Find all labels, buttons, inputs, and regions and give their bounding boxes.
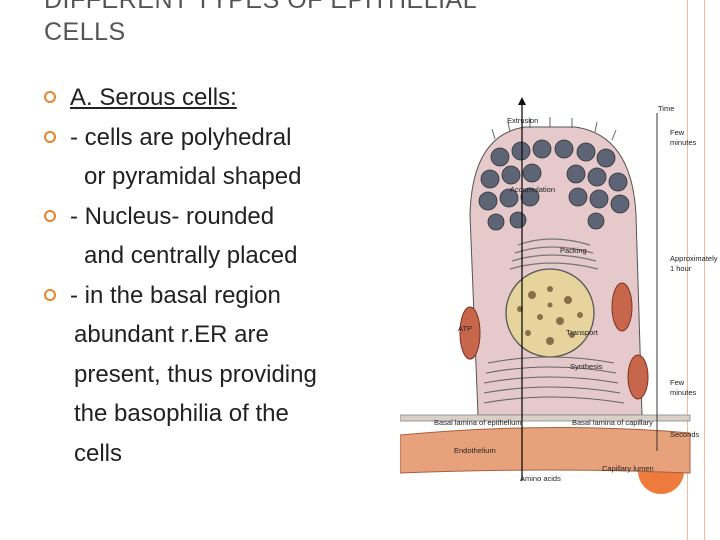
label-transport: Transport — [566, 328, 599, 337]
bullet-ring-icon — [44, 91, 56, 103]
bullet-item-serous: A. Serous cells: — [44, 78, 374, 118]
bullet-list: A. Serous cells: - cells are polyhedral … — [44, 78, 374, 473]
label-synthesis: Synthesis — [570, 362, 603, 371]
chromatin — [517, 286, 583, 345]
secretory-granules — [478, 139, 630, 231]
label-few-minutes-1: minutes — [670, 138, 697, 147]
label-approx-hour: 1 hour — [670, 264, 692, 273]
basal-lamina — [400, 414, 691, 422]
rough-endoplasmic-reticulum — [483, 356, 625, 404]
label-basal-lamina-epithelium: Basal lamina of epithelium — [434, 418, 522, 427]
label-capillary-lumen: Capillary lumen — [602, 464, 654, 473]
bullet-ring-icon — [44, 288, 56, 301]
right-edge-line-2 — [704, 0, 705, 540]
label-few-minutes-2: minutes — [670, 388, 697, 397]
label-seconds: Seconds — [670, 430, 699, 439]
mitochondrion — [627, 354, 649, 400]
bullet-line: the basophilia of the — [74, 400, 289, 427]
bullet-line: - in the basal region — [70, 281, 281, 309]
right-edge-line-1 — [687, 0, 688, 540]
label-atp: ATP — [458, 324, 472, 333]
bullet-item-shape: - cells are polyhedral or pyramidal shap… — [44, 118, 374, 197]
bullet-line: and centrally placed — [84, 242, 298, 269]
bullet-item-basal-region: - in the basal region abundant r.ER are … — [44, 276, 374, 474]
bullet-ring-icon — [44, 209, 56, 222]
label-few-minutes-1: Few — [670, 128, 685, 137]
bullet-line: - Nucleus- rounded — [70, 202, 275, 230]
capillary — [400, 426, 691, 474]
title-line-1: DIFFERENT TYPES OF EPITHELIAL — [44, 0, 478, 14]
serous-cell-illustration: Extrusion Accumulation Packing ATP Trans… — [400, 97, 718, 483]
bullet-ring-icon — [44, 130, 56, 143]
label-extrusion: Extrusion — [507, 116, 538, 125]
label-amino-acids: Amino acids — [520, 474, 561, 483]
bullet-line: - cells are polyhedral — [70, 123, 292, 151]
mitochondrion — [611, 282, 633, 332]
golgi-apparatus — [509, 238, 599, 270]
arrow-head-icon — [518, 97, 526, 105]
label-time: Time — [658, 104, 674, 113]
label-basal-lamina-capillary: Basal lamina of capillary — [572, 418, 653, 427]
mitochondrion — [459, 306, 481, 360]
label-packing: Packing — [560, 246, 587, 255]
bullet-line: abundant r.ER are — [74, 321, 269, 348]
label-few-minutes-2: Few — [670, 378, 685, 387]
label-accumulation: Accumulation — [510, 185, 555, 194]
slide-title: DIFFERENT TYPES OF EPITHELIAL CELLS — [44, 0, 477, 48]
bullet-line: A. Serous cells: — [70, 84, 237, 111]
label-approx-hour: Approximately — [670, 254, 718, 263]
bullet-item-nucleus: - Nucleus- rounded and centrally placed — [44, 197, 374, 276]
label-endothelium: Endothelium — [454, 446, 496, 455]
bullet-line: or pyramidal shaped — [84, 163, 302, 190]
title-line-2: CELLS — [44, 18, 126, 46]
bullet-line: cells — [74, 439, 123, 467]
bullet-line: present, thus providing — [74, 360, 317, 388]
microvilli — [491, 117, 617, 141]
